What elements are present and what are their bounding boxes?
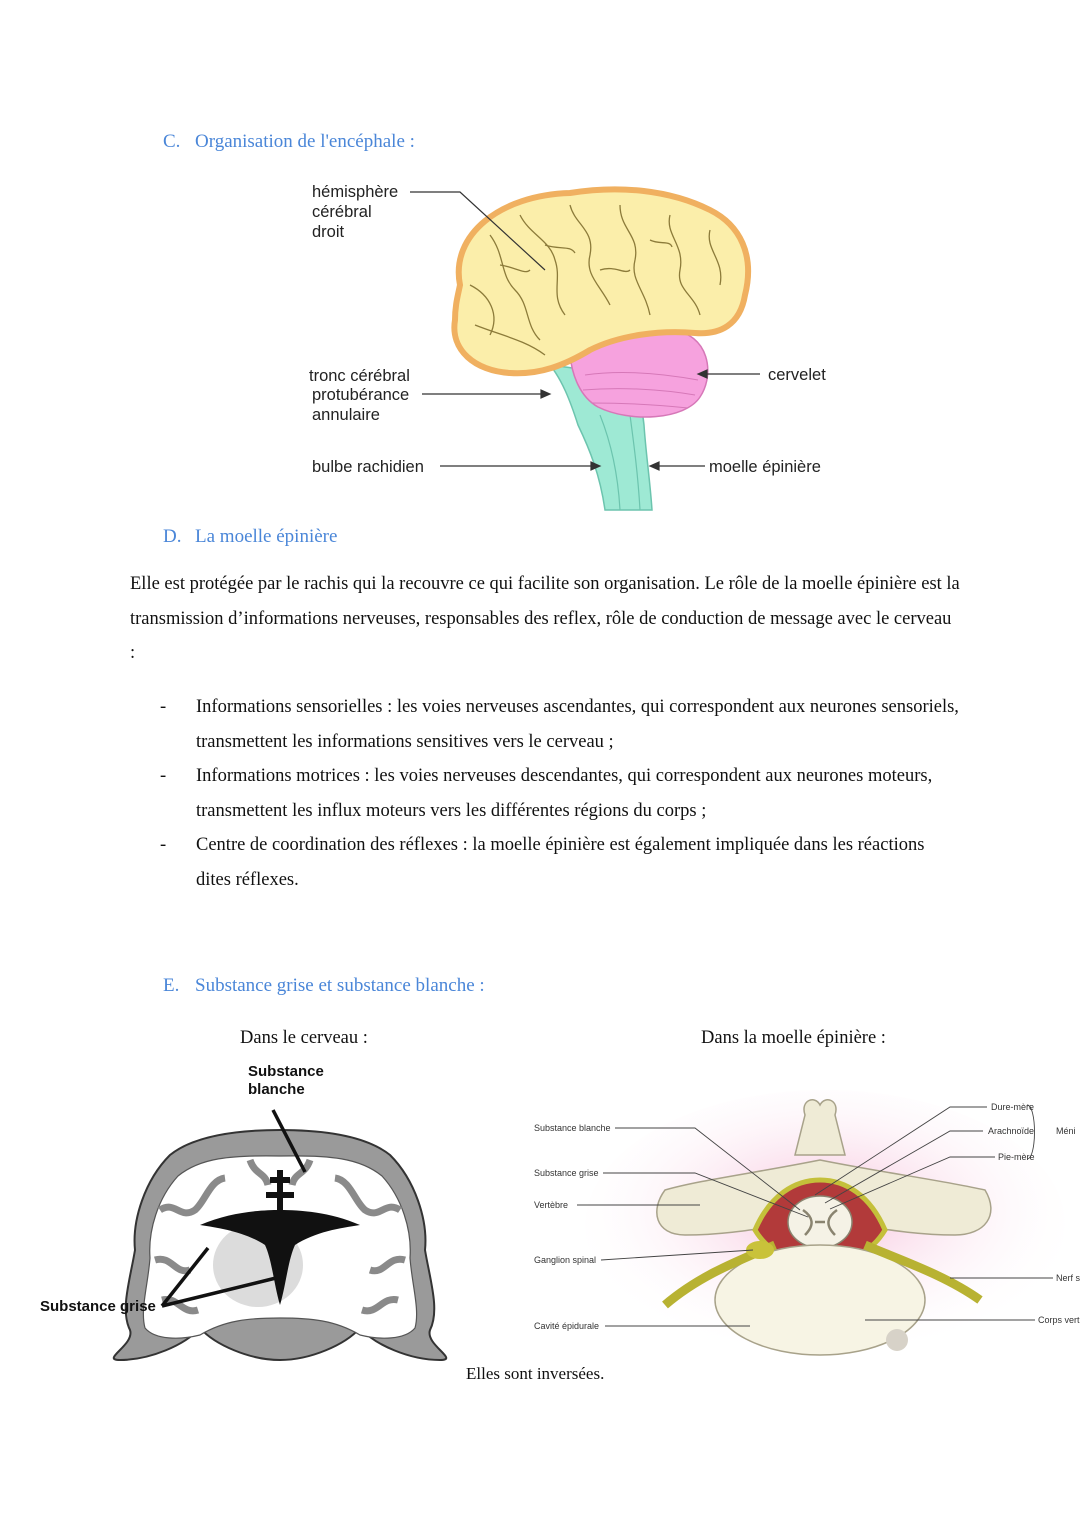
label-corps: Corps vert	[1038, 1315, 1080, 1325]
label-hemisphere-3: droit	[312, 223, 345, 241]
label-hemisphere-2: cérébral	[312, 203, 372, 221]
label-arachnoide: Arachnoïde	[988, 1126, 1034, 1136]
arach-leader	[824, 1130, 983, 1204]
label-blanche-1: Substance	[248, 1063, 324, 1080]
label-cervelet: cervelet	[768, 366, 826, 384]
left-caption: Dans le cerveau :	[240, 1028, 368, 1048]
meninges-brace	[1026, 1104, 1035, 1160]
section-d-bullet-list: - Informations sensorielles : les voies n…	[160, 690, 960, 897]
spinous-process	[794, 1099, 846, 1156]
grise-leader-1	[160, 1246, 210, 1308]
bullet-text: Informations sensorielles : les voies ne…	[196, 697, 959, 752]
label-cavite: Cavité épidurale	[534, 1321, 599, 1331]
bullet-text: Centre de coordination des réflexes : la…	[196, 835, 925, 890]
bullet-dash: -	[160, 835, 167, 855]
dure-leader	[814, 1106, 987, 1196]
label-nerf: Nerf s	[1056, 1273, 1080, 1283]
vertebral-body	[714, 1244, 926, 1356]
list-item: - Informations sensorielles : les voies n…	[160, 690, 960, 759]
label-meninges: Méni	[1056, 1126, 1076, 1136]
label-tronc-2: protubérance	[312, 386, 409, 404]
label-grise: Substance grise	[40, 1298, 156, 1315]
label-substance-grise: Substance grise	[534, 1168, 599, 1178]
ventricles	[200, 1210, 360, 1305]
label-hemisphere-1: hémisphère	[312, 183, 398, 201]
section-c-letter: C.	[163, 131, 181, 152]
bullet-text: Informations motrices : les voies nerveu…	[196, 766, 933, 821]
list-item: - Informations motrices : les voies nerve…	[160, 759, 960, 828]
conclusion-text: Elles sont inversées.	[466, 1364, 605, 1383]
section-d-letter: D.	[163, 526, 182, 547]
cerebrum-shape	[451, 186, 752, 377]
hemisphere-leader	[410, 191, 546, 271]
grise-leader-2	[161, 1276, 277, 1308]
section-e-letter: E.	[163, 975, 180, 996]
list-item: - Centre de coordination des réflexes : l…	[160, 828, 960, 897]
label-blanche-2: blanche	[248, 1081, 305, 1098]
label-substance-blanche: Substance blanche	[534, 1123, 611, 1133]
label-bulbe: bulbe rachidien	[312, 458, 424, 476]
sg-leader	[603, 1172, 809, 1218]
section-d-heading: D. La moelle épinière	[163, 526, 337, 548]
spinal-ganglion	[746, 1241, 774, 1259]
pie-leader	[829, 1156, 995, 1210]
section-d-title: La moelle épinière	[195, 526, 338, 547]
brain-coronal-diagram: Substance blanche Substance grise	[40, 1063, 448, 1362]
section-c-heading: C. Organisation de l'encéphale :	[163, 131, 415, 153]
section-e-heading: E. Substance grise et substance blanche :	[163, 975, 485, 997]
spinal-nerve-right	[863, 1240, 983, 1304]
right-caption: Dans la moelle épinière :	[701, 1028, 886, 1048]
vertebra-diagram: Substance blanche Substance grise Vertèb…	[534, 1090, 1080, 1360]
label-dure-mere: Dure-mère	[991, 1102, 1034, 1112]
brain-lateral-diagram: hémisphère cérébral droit tronc cérébral…	[309, 183, 826, 511]
label-tronc-1: tronc cérébral	[309, 367, 410, 385]
section-e-title: Substance grise et substance blanche :	[195, 975, 485, 996]
label-ganglion: Ganglion spinal	[534, 1255, 596, 1265]
blanche-leader	[271, 1109, 307, 1173]
label-moelle: moelle épinière	[709, 458, 821, 476]
bullet-dash: -	[160, 697, 167, 717]
bullet-dash: -	[160, 766, 167, 786]
sb-leader	[615, 1127, 801, 1211]
label-tronc-3: annulaire	[312, 406, 380, 424]
help-badge-icon	[886, 1329, 908, 1351]
ganglion-leader	[600, 1249, 754, 1261]
label-pie-mere: Pie-mère	[998, 1152, 1035, 1162]
label-vertebre: Vertèbre	[534, 1200, 568, 1210]
section-c-title: Organisation de l'encéphale :	[195, 131, 415, 152]
section-d-paragraph: Elle est protégée par le rachis qui la r…	[130, 574, 960, 663]
